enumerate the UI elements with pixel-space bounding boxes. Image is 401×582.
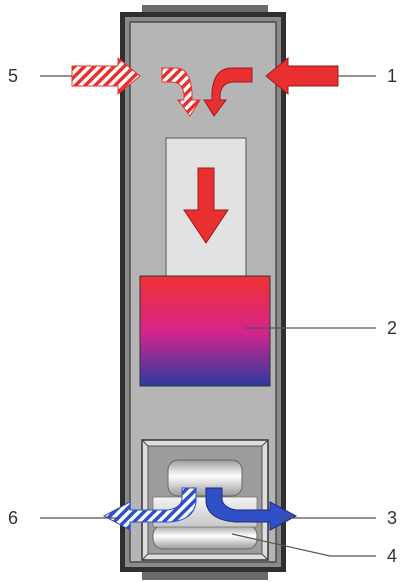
arrow-right-icon <box>205 487 298 531</box>
callout-2: 2 <box>387 318 397 338</box>
housing-top-cap <box>142 5 268 15</box>
callout-1: 1 <box>387 66 397 86</box>
fan-unit <box>141 439 269 561</box>
callout-5: 5 <box>8 66 18 86</box>
arrow-down-icon <box>183 167 229 244</box>
arrow-right-icon <box>71 56 141 96</box>
arrow-left-icon <box>102 487 197 531</box>
callout-6: 6 <box>8 508 18 528</box>
callout-4: 4 <box>387 546 397 566</box>
heat-exchanger <box>139 275 271 387</box>
drum-roller <box>152 524 258 550</box>
curved-arrow-solid-icon <box>203 67 253 117</box>
callout-3: 3 <box>387 508 397 528</box>
arrow-left-icon <box>265 56 339 96</box>
housing-bottom-cap <box>142 570 268 580</box>
leader-lines <box>40 75 376 557</box>
curved-arrow-striped-icon <box>161 67 201 117</box>
